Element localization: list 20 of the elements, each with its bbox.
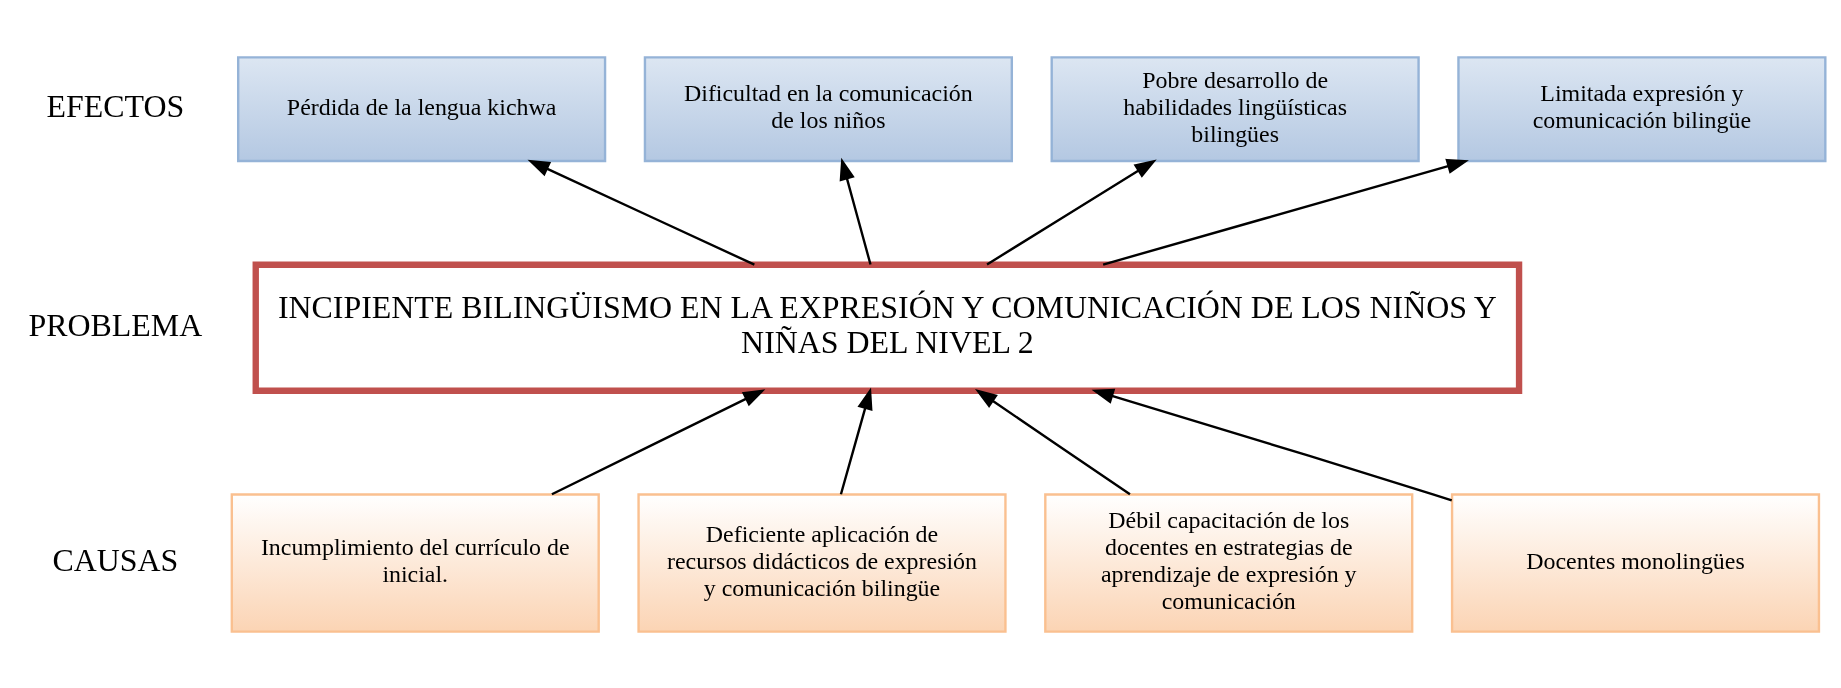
label: CAUSAS xyxy=(52,542,179,578)
node-box: Deficiente aplicación de recursos didácticos de expresión y comunicación bilingüe xyxy=(637,492,1007,633)
arrow xyxy=(1091,388,1453,502)
arrow xyxy=(527,159,755,266)
label: EFECTOS xyxy=(46,88,185,124)
arrow xyxy=(986,158,1157,265)
node-box: Docentes monolingües xyxy=(1450,492,1821,633)
node-box: Limitada expresión y comunicación bilingüe xyxy=(1457,55,1827,162)
node-box: Pobre desarrollo de habilidades lingüísticas bilingües xyxy=(1050,55,1420,162)
label: PROBLEMA xyxy=(28,307,203,343)
node-box: Pérdida de la lengua kichwa xyxy=(237,55,607,162)
node-box: INCIPIENTE BILINGÜISMO EN LA EXPRESIÓN Y COMUNICACIÓN DE LOS NIÑOS Y NIÑAS DEL NIVEL 2 xyxy=(252,261,1523,394)
arrow xyxy=(1102,158,1469,266)
node-box: Incumplimiento del currículo de inicial. xyxy=(230,492,600,633)
arrow xyxy=(839,386,873,495)
arrow xyxy=(975,388,1131,495)
arrow xyxy=(551,388,766,495)
node-box: Débil capacitación de los docentes en estrategias de aprendizaje de expresión y comunicación xyxy=(1044,492,1414,633)
node-box: Dificultad en la comunicación de los niños xyxy=(643,55,1013,162)
arrow xyxy=(839,157,872,265)
